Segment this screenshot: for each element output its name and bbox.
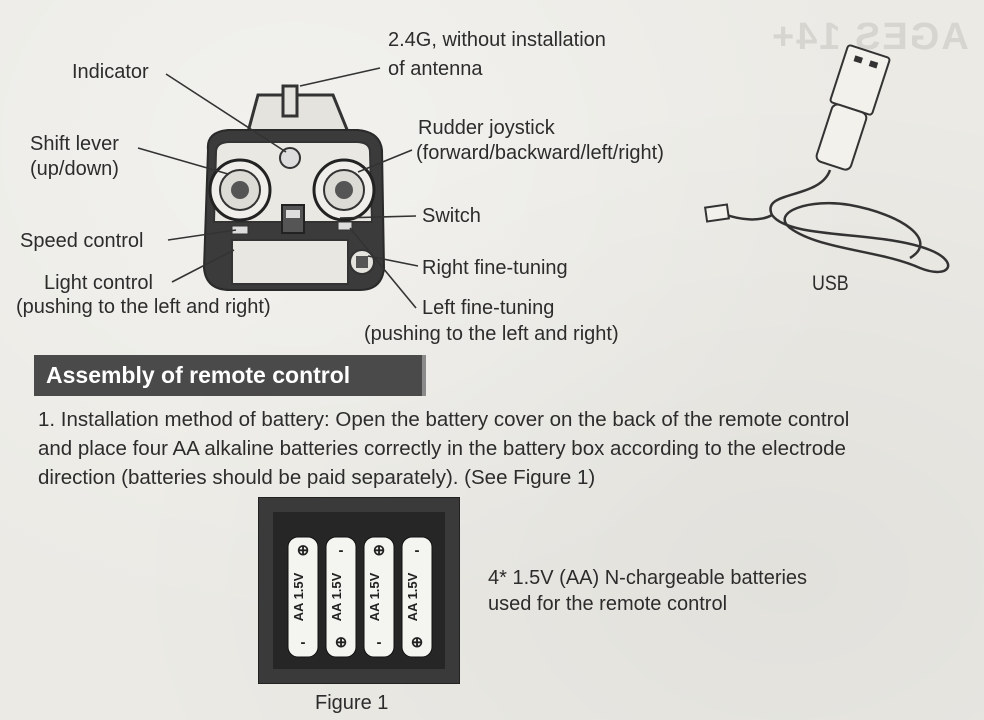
usb-label: USB bbox=[812, 272, 849, 295]
paragraph-line: and place four AA alkaline batteries cor… bbox=[38, 437, 846, 460]
right-fine-tuning-label: Right fine-tuning bbox=[422, 257, 568, 279]
light-control-label-line1: Light control bbox=[44, 272, 153, 294]
section-heading: Assembly of remote control bbox=[34, 355, 426, 396]
battery-note-line1: 4* 1.5V (AA) N-chargeable batteries bbox=[488, 567, 808, 589]
figure-caption: Figure 1 bbox=[315, 692, 389, 714]
indicator-label: Indicator bbox=[72, 61, 149, 83]
svg-text:⊕: ⊕ bbox=[297, 542, 310, 559]
left-fine-tuning-label-line2: (pushing to the left and right) bbox=[364, 323, 619, 345]
svg-text:-: - bbox=[377, 634, 382, 651]
battery-label: AA 1.5V bbox=[291, 572, 306, 621]
paragraph-line: direction (batteries should be paid sepa… bbox=[38, 466, 596, 489]
rudder-joystick-label-line2: (forward/backward/left/right) bbox=[416, 142, 664, 164]
left-fine-tuning-label-line1: Left fine-tuning bbox=[422, 297, 555, 319]
shift-lever-label-line2: (up/down) bbox=[30, 158, 119, 180]
speed-control-label: Speed control bbox=[20, 230, 144, 252]
installation-paragraph: 1. Installation method of battery: Open … bbox=[38, 405, 973, 492]
svg-text:-: - bbox=[415, 542, 420, 559]
paragraph-line: 1. Installation method of battery: Open … bbox=[38, 408, 850, 431]
switch-label: Switch bbox=[422, 205, 481, 227]
svg-text:⊕: ⊕ bbox=[335, 634, 348, 651]
batteries-illustration: AA 1.5V ⊕ - AA 1.5V - ⊕ AA 1.5V ⊕ - AA 1… bbox=[287, 536, 433, 658]
svg-text:⊕: ⊕ bbox=[373, 542, 386, 559]
battery-label: AA 1.5V bbox=[367, 572, 382, 621]
shift-lever-label-line1: Shift lever bbox=[30, 133, 119, 155]
antenna-label-line2: of antenna bbox=[388, 58, 483, 80]
svg-text:-: - bbox=[339, 542, 344, 559]
svg-text:-: - bbox=[301, 634, 306, 651]
rudder-joystick-label-line1: Rudder joystick bbox=[418, 117, 555, 139]
battery-label: AA 1.5V bbox=[405, 572, 420, 621]
svg-text:⊕: ⊕ bbox=[411, 634, 424, 651]
antenna-label-line1: 2.4G, without installation bbox=[388, 29, 606, 51]
light-control-label-line2: (pushing to the left and right) bbox=[16, 296, 271, 318]
battery-label: AA 1.5V bbox=[329, 572, 344, 621]
battery-note-line2: used for the remote control bbox=[488, 593, 728, 615]
